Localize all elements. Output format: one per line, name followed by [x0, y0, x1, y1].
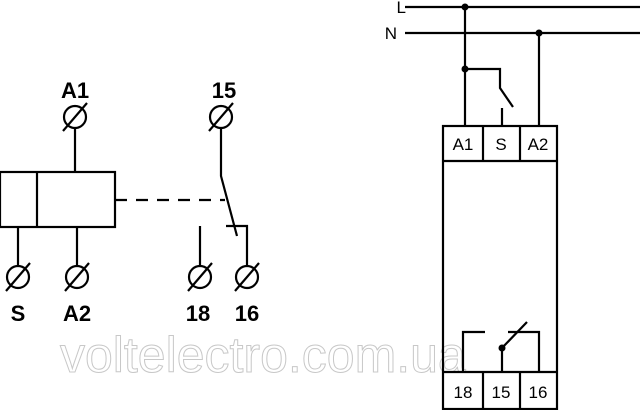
- terminal-a1: A1: [453, 135, 474, 154]
- label-16: 16: [235, 301, 259, 326]
- terminal-a1-icon: [62, 102, 88, 132]
- switch-s: [465, 67, 514, 108]
- label-n: N: [385, 24, 397, 43]
- label-a1: A1: [61, 78, 89, 103]
- terminal-18-icon: [187, 262, 213, 292]
- terminal-16: 16: [529, 383, 548, 402]
- terminal-a2: A2: [528, 135, 549, 154]
- label-18: 18: [186, 301, 210, 326]
- terminal-16-icon: [234, 262, 260, 292]
- label-s: S: [11, 301, 26, 326]
- label-a2: A2: [63, 301, 91, 326]
- relay-coil: [0, 170, 117, 229]
- watermark: voltelectro.com.ua: [60, 327, 466, 383]
- label-15: 15: [212, 78, 236, 103]
- contact-15: [219, 128, 239, 237]
- terminal-18: 18: [454, 383, 473, 402]
- terminal-a2-icon: [64, 262, 90, 292]
- terminal-s-icon: [5, 262, 31, 292]
- terminal-s: S: [495, 135, 506, 154]
- terminal-15-icon: [208, 102, 234, 132]
- internal-18: [461, 330, 485, 372]
- terminal-15: 15: [492, 383, 511, 402]
- terminal-icons: [5, 102, 260, 292]
- contact-16: [226, 224, 249, 266]
- internal-15: [500, 321, 528, 372]
- relay-housing: [441, 124, 559, 410]
- label-l: L: [397, 0, 406, 17]
- wiring-diagram: L N A1 S A2 18 15 16: [385, 0, 640, 410]
- schematic: A1 S A2 15 18 16: [0, 78, 260, 326]
- internal-16: [508, 330, 541, 372]
